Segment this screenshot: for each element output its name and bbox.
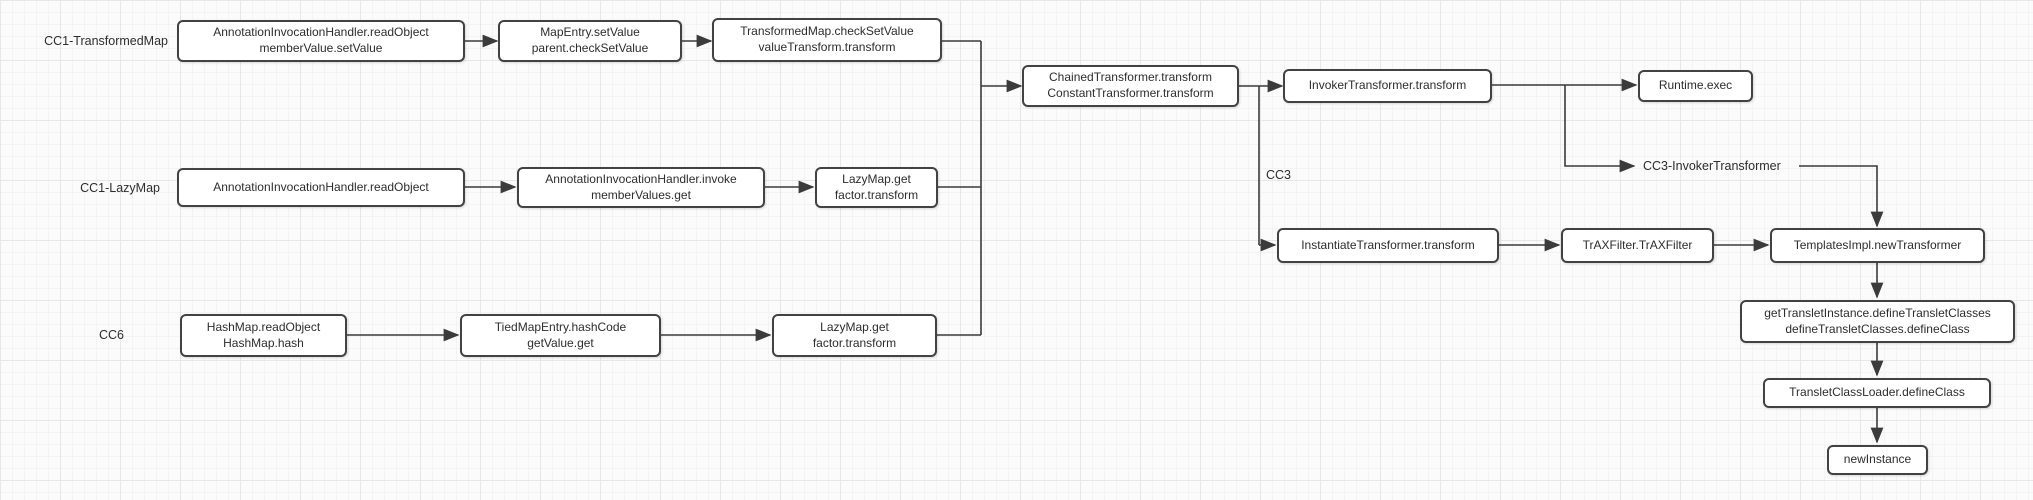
node-runtime-exec[interactable]: Runtime.exec — [1638, 70, 1753, 102]
label-cc3: CC3 — [1266, 167, 1292, 182]
node-transletclassloader[interactable]: TransletClassLoader.defineClass — [1763, 378, 1991, 408]
node-text-line: MapEntry.setValue — [540, 25, 640, 40]
node-text-line: ChainedTransformer.transform — [1049, 70, 1212, 85]
node-text-line: Runtime.exec — [1658, 78, 1733, 93]
node-aih-readobject[interactable]: AnnotationInvocationHandler.readObject — [177, 168, 465, 207]
node-text-line: AnnotationInvocationHandler.invoke — [545, 171, 737, 186]
node-text-line: InvokerTransformer.transform — [1308, 78, 1467, 93]
node-text-line: LazyMap.get — [842, 171, 911, 186]
node-text-line: AnnotationInvocationHandler.readObject — [213, 179, 429, 194]
node-text-line: parent.checkSetValue — [531, 41, 649, 55]
label-cc1-lazymap: CC1-LazyMap — [80, 180, 160, 195]
node-instantiatetransformer[interactable]: InstantiateTransformer.transform — [1277, 228, 1499, 263]
node-text-line: factor.transform — [812, 335, 897, 350]
node-text-line: defineTransletClasses.defineClass — [1785, 321, 1970, 336]
node-text-line: InstantiateTransformer.transform — [1301, 237, 1475, 252]
node-text-line: TiedMapEntry.hashCode — [494, 319, 627, 334]
node-text-line: TransletClassLoader.defineClass — [1789, 385, 1965, 400]
node-text-line: memberValue.setValue — [259, 41, 383, 55]
node-traxfilter[interactable]: TrAXFilter.TrAXFilter — [1561, 228, 1714, 263]
edge-it-branch — [1564, 85, 1636, 173]
node-text-line: HashMap.hash — [223, 335, 304, 350]
node-text-line: TrAXFilter.TrAXFilter — [1582, 237, 1693, 252]
node-gettransletinstance[interactable]: getTransletInstance.defineTransletClasse… — [1740, 300, 2015, 343]
node-text-line: factor.transform — [834, 187, 919, 202]
node-text-line: AnnotationInvocationHandler.readObject — [213, 25, 429, 40]
node-text-line: getValue.get — [527, 335, 594, 350]
node-text-line: TransformedMap.checkSetValue — [740, 24, 914, 39]
node-text-line: LazyMap.get — [820, 319, 889, 334]
node-newinstance[interactable]: newInstance — [1827, 445, 1928, 475]
node-text-line: HashMap.readObject — [206, 319, 321, 334]
node-text-line: valueTransform.transform — [758, 40, 896, 54]
edge-cc3it-ti — [1799, 165, 1884, 228]
label-cc6: CC6 — [98, 327, 124, 342]
node-text-line: newInstance — [1843, 452, 1912, 467]
label-cc3-invokertransformer: CC3-InvokerTransformer — [1643, 158, 1781, 173]
node-text-line: getTransletInstance.defineTransletClasse… — [1764, 305, 1991, 320]
node-templatesimpl-newtransformer[interactable]: TemplatesImpl.newTransformer — [1770, 228, 1985, 263]
node-invokertransformer-transform[interactable]: InvokerTransformer.transform — [1283, 69, 1492, 103]
node-text-line: TemplatesImpl.newTransformer — [1793, 237, 1962, 252]
node-text-line: ConstantTransformer.transform — [1047, 86, 1214, 100]
label-cc1-transformedmap: CC1-TransformedMap — [44, 33, 168, 48]
node-text-line: memberValues.get — [591, 187, 691, 202]
